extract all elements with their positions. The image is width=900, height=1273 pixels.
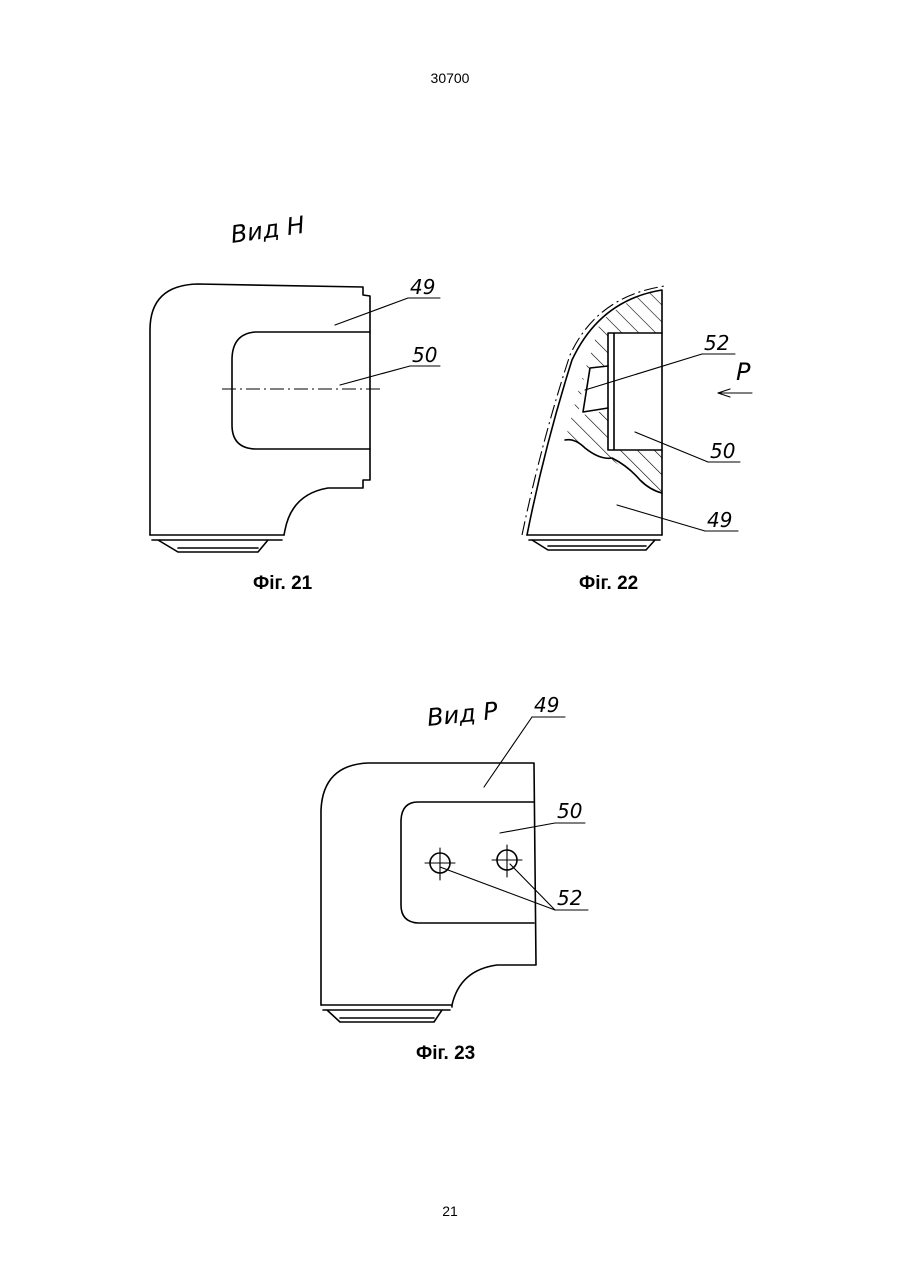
- fig21-caption: Фіг. 21: [253, 573, 312, 595]
- fig23-leader-49: [484, 717, 532, 787]
- fig23-leader-52a: [440, 867, 555, 910]
- fig22-leader-49: [617, 505, 705, 531]
- fig21-leader-50: [340, 366, 410, 385]
- fig22-callout-50: 50: [710, 439, 735, 463]
- fig21-body-outline: [150, 284, 370, 535]
- figure-21-drawing: Вид Н 49 50: [150, 211, 440, 552]
- fig22-callout-52: 52: [704, 331, 729, 355]
- fig21-view-label: Вид Н: [229, 211, 307, 249]
- fig23-leader-52b: [510, 864, 555, 910]
- fig21-callout-50: 50: [412, 343, 437, 367]
- fig23-base: [321, 1005, 452, 1022]
- fig22-caption: Фіг. 22: [579, 573, 638, 595]
- fig23-callout-49: 49: [534, 693, 559, 717]
- fig23-body-outline: [321, 763, 536, 1005]
- figure-23-drawing: Вид Р 49 50 52: [321, 693, 588, 1022]
- page-number: 21: [0, 1203, 900, 1219]
- fig23-insert-outline: [401, 802, 534, 923]
- fig21-insert-outline: [232, 332, 370, 449]
- fig22-base: [527, 535, 662, 550]
- figure-22-drawing: 52 50 49 P: [522, 286, 752, 550]
- fig23-view-label: Вид Р: [426, 697, 500, 732]
- fig22-direction-label: P: [736, 358, 751, 386]
- fig23-callout-50: 50: [557, 799, 582, 823]
- fig21-callout-49: 49: [410, 275, 435, 299]
- fig21-base: [150, 535, 284, 552]
- fig21-leader-49: [335, 298, 408, 325]
- fig22-callout-49: 49: [707, 508, 732, 532]
- fig23-leader-50: [500, 823, 555, 833]
- fig23-callout-52: 52: [557, 886, 582, 910]
- fig23-caption: Фіг. 23: [416, 1043, 475, 1065]
